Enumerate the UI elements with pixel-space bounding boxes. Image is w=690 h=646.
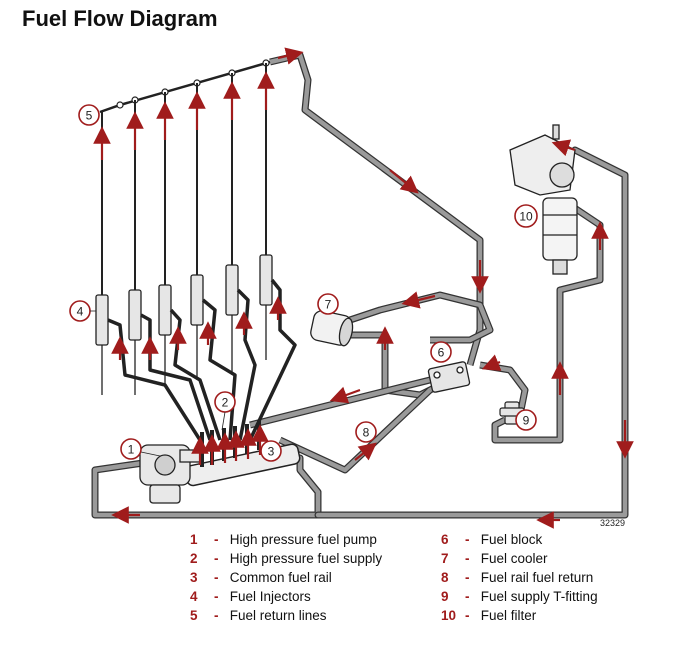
svg-text:8: 8 bbox=[363, 426, 370, 440]
legend-label: Fuel return lines bbox=[229, 608, 327, 623]
diagram-title: Fuel Flow Diagram bbox=[22, 6, 218, 31]
legend-item-3: 3- Common fuel rail bbox=[190, 570, 332, 585]
figure-number: 32329 bbox=[600, 518, 626, 528]
legend-item-9: 9- Fuel supply T-fitting bbox=[441, 589, 598, 604]
legend-item-5: 5- Fuel return lines bbox=[190, 608, 327, 623]
legend-label: High pressure fuel supply bbox=[229, 551, 383, 566]
high-pressure-fuel-pump bbox=[139, 444, 201, 504]
legend-label: Fuel Injectors bbox=[229, 589, 311, 604]
svg-text:2: 2 bbox=[222, 396, 229, 410]
filter-supply-line bbox=[479, 202, 604, 444]
legend-label: Fuel supply T-fitting bbox=[480, 589, 598, 604]
callout-9: 9 bbox=[515, 409, 537, 431]
svg-text:9: 9 bbox=[523, 414, 530, 428]
fuel-block bbox=[427, 361, 471, 393]
legend-item-2: 2- High pressure fuel supply bbox=[190, 551, 383, 566]
legend-label: Fuel cooler bbox=[480, 551, 548, 566]
legend-label: Fuel rail fuel return bbox=[480, 570, 594, 585]
top-return-line bbox=[269, 51, 484, 366]
svg-text:10: 10 bbox=[519, 210, 533, 224]
legend-label: Fuel block bbox=[480, 532, 543, 547]
callout-7: 7 bbox=[317, 293, 339, 315]
legend-item-7: 7- Fuel cooler bbox=[441, 551, 548, 566]
legend-label: Fuel filter bbox=[480, 608, 537, 623]
svg-text:4: 4 bbox=[77, 305, 84, 319]
flow-arrows bbox=[93, 47, 634, 529]
callout-1: 1 bbox=[120, 438, 161, 460]
svg-text:1: 1 bbox=[128, 443, 135, 457]
callout-10: 10 bbox=[514, 204, 538, 228]
callout-2: 2 bbox=[214, 391, 236, 431]
injector-return-lines bbox=[101, 63, 267, 295]
injector-return-manifold bbox=[99, 59, 271, 114]
fuel-cooler bbox=[310, 310, 354, 347]
svg-text:5: 5 bbox=[86, 109, 93, 123]
main-return-loop bbox=[91, 146, 629, 519]
legend-item-1: 1- High pressure fuel pump bbox=[190, 532, 377, 547]
legend-item-6: 6- Fuel block bbox=[441, 532, 543, 547]
callout-5: 5 bbox=[78, 104, 100, 126]
callout-3: 3 bbox=[260, 440, 282, 462]
legend-item-10: 10- Fuel filter bbox=[441, 608, 537, 623]
legend-label: Common fuel rail bbox=[229, 570, 332, 585]
legend-label: High pressure fuel pump bbox=[229, 532, 377, 547]
callout-8: 8 bbox=[355, 421, 377, 443]
legend-item-8: 8- Fuel rail fuel return bbox=[441, 570, 594, 585]
fuel-injectors bbox=[95, 254, 273, 395]
callouts: 1 2 3 4 5 6 7 8 bbox=[69, 104, 538, 462]
callout-4: 4 bbox=[69, 300, 96, 322]
svg-text:7: 7 bbox=[325, 298, 332, 312]
legend-item-4: 4- Fuel Injectors bbox=[190, 589, 311, 604]
svg-text:3: 3 bbox=[268, 445, 275, 459]
callout-6: 6 bbox=[430, 341, 452, 363]
svg-text:6: 6 bbox=[438, 346, 445, 360]
